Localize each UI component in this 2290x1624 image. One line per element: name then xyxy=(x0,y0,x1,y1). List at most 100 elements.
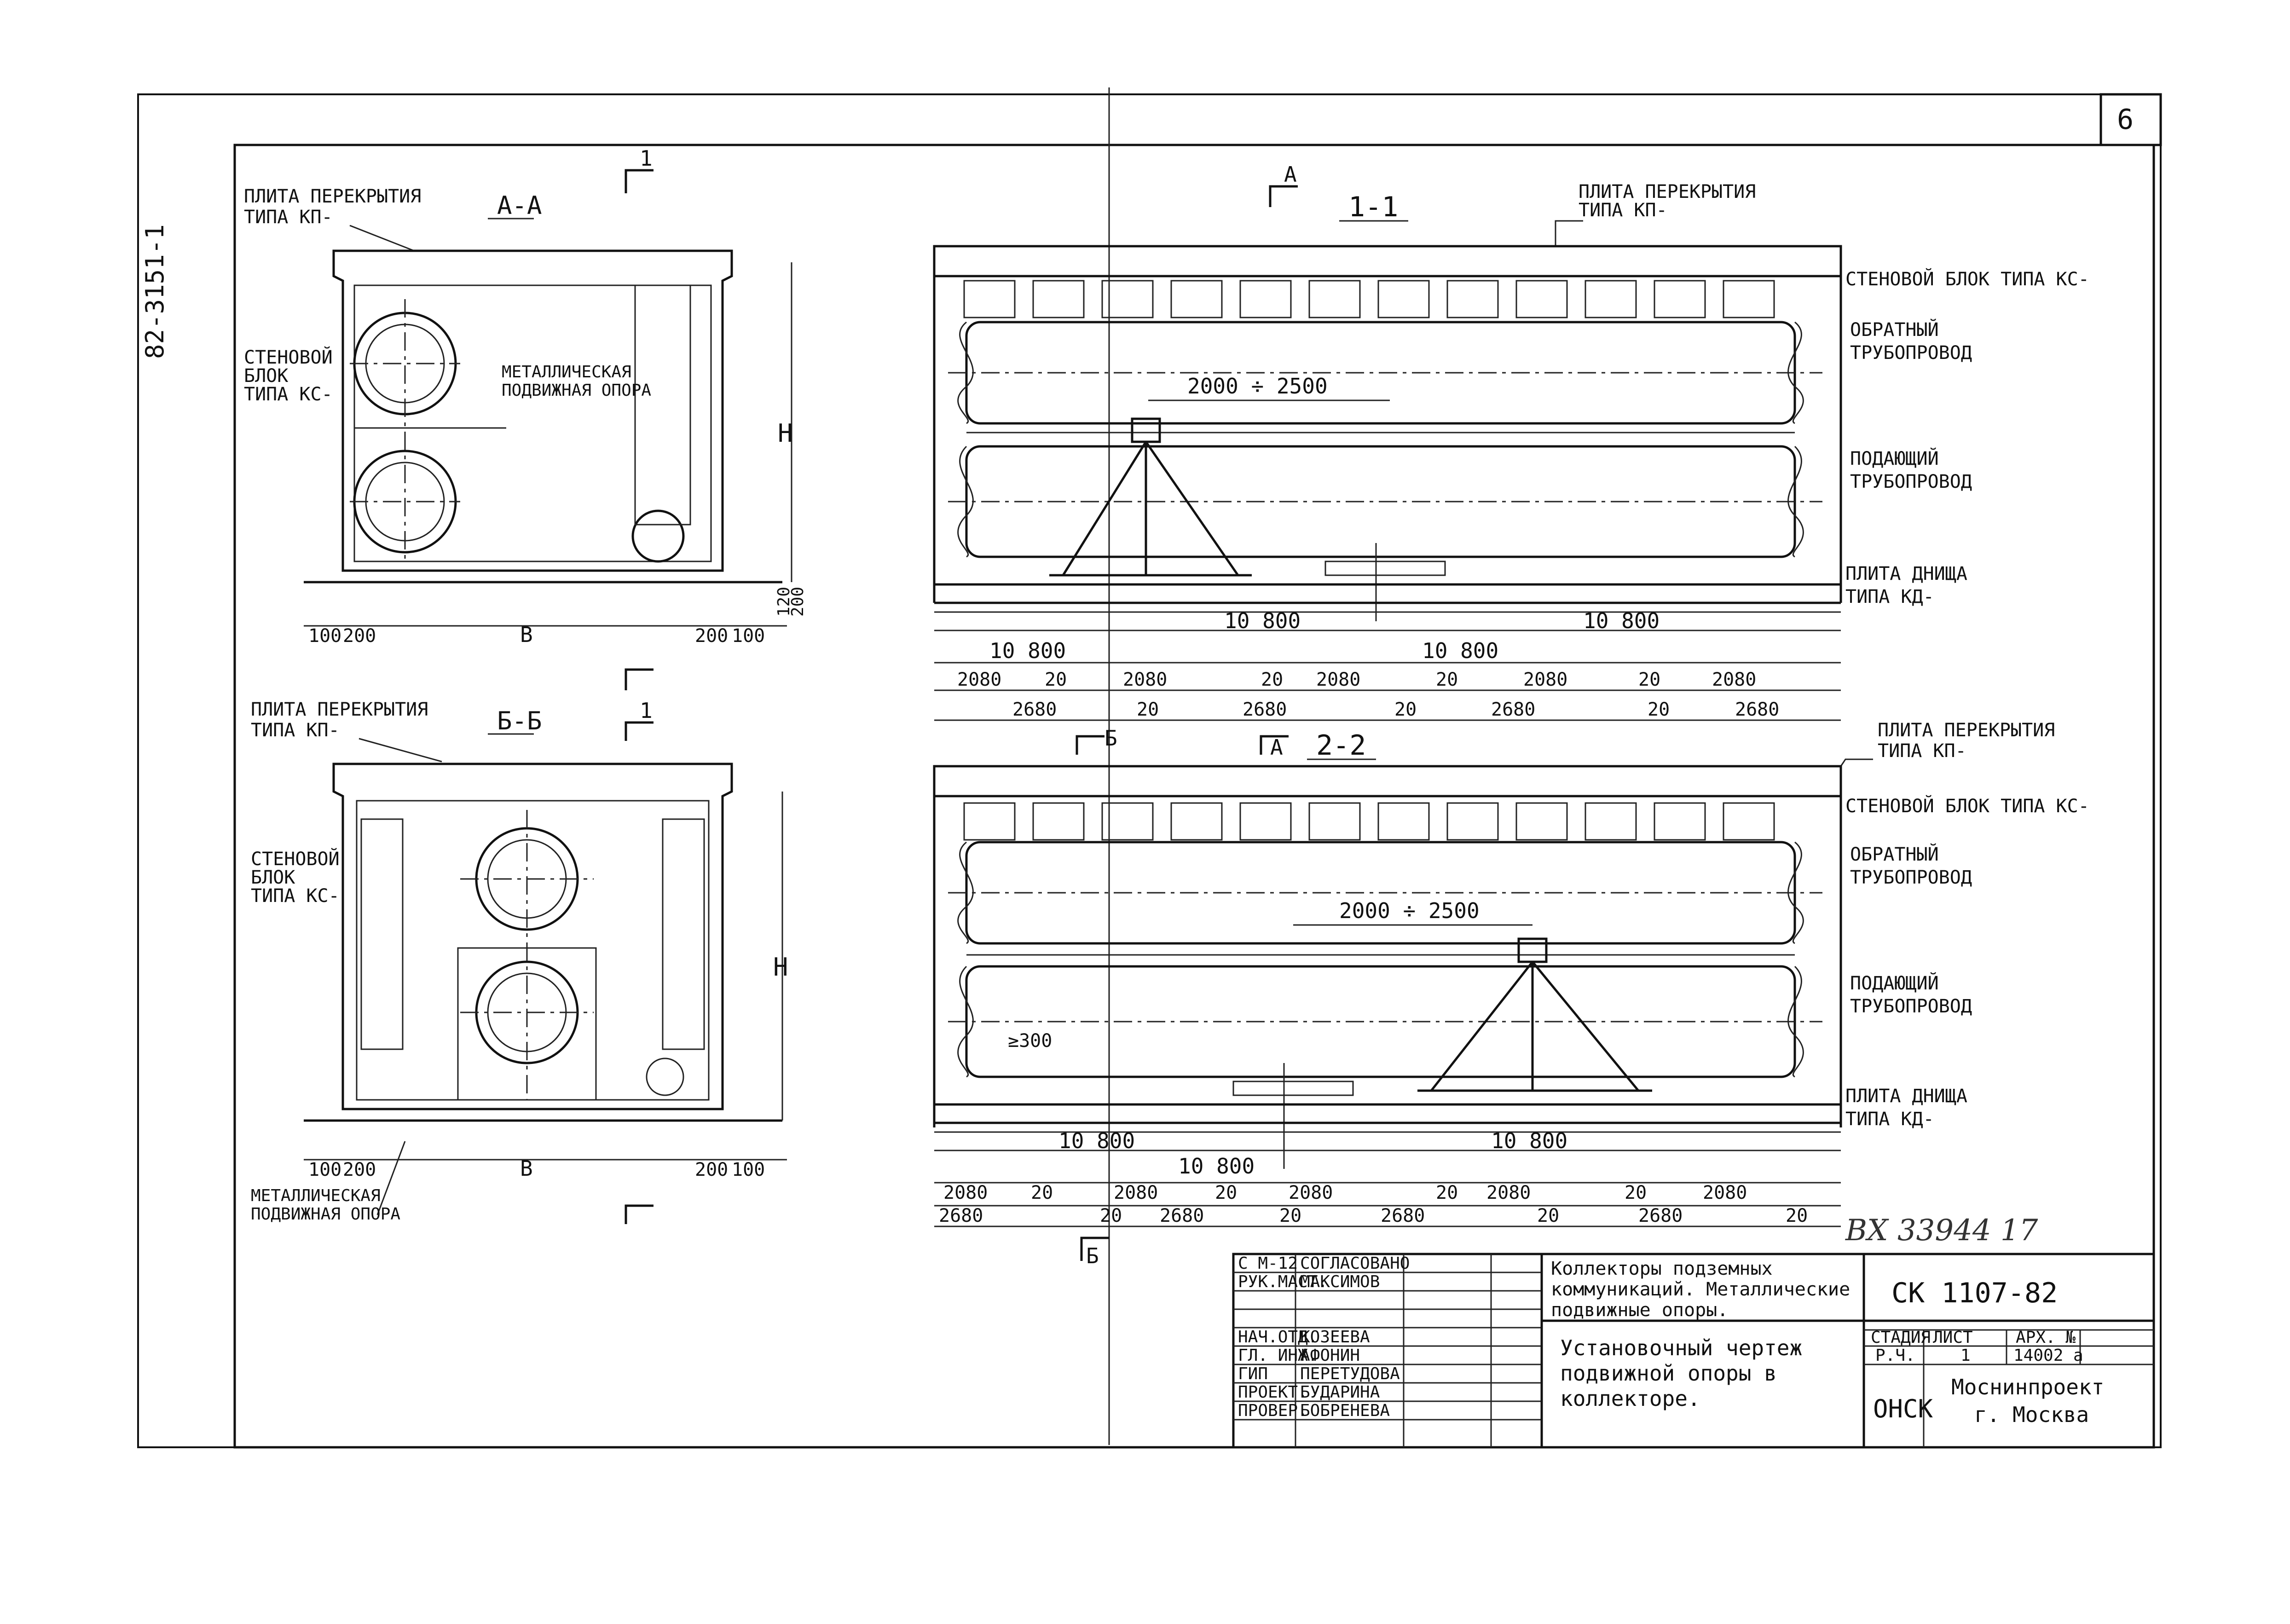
section-11-cut-mark: А xyxy=(1284,162,1297,187)
section-22-cut-mark-b: Б xyxy=(1105,726,1117,751)
view-bb-cut-mark: 1 xyxy=(640,698,653,723)
section-22-slab-label-1: ПЛИТА ПЕРЕКРЫТИЯ xyxy=(1878,720,2055,741)
tb-role-3: ГЛ. ИНЖ. xyxy=(1238,1346,1318,1365)
section-22-title: 2-2 xyxy=(1316,729,1366,762)
view-aa-wall-label-1: СТЕНОВОЙ xyxy=(244,346,333,368)
tb-project-title-3: подвижные опоры. xyxy=(1551,1300,1728,1321)
section-22-dim-r4-5: 2680 xyxy=(1381,1205,1425,1226)
view-aa-title: А-А xyxy=(497,191,542,220)
view-bb-support-label-2: ПОДВИЖНАЯ ОПОРА xyxy=(251,1205,400,1224)
section-22-dim-r4-4: 20 xyxy=(1279,1205,1301,1226)
section-22-wall-label: СТЕНОВОЙ БЛОК ТИПА КС- xyxy=(1845,795,2089,817)
view-aa-dim-side-1: 120 xyxy=(775,587,793,617)
tb-drawing-title-2: подвижной опоры в xyxy=(1560,1361,1777,1386)
section-11-dim-r3-9: 2080 xyxy=(1712,669,1756,690)
tb-drawing-title-1: Установочный чертеж xyxy=(1560,1335,1802,1360)
view-aa-slab-label-2: ТИПА КП- xyxy=(244,207,333,228)
view-aa-dim-width: B xyxy=(520,622,533,647)
view-bb-wall-label-2: БЛОК xyxy=(251,867,295,888)
tb-role-5: ПРОЕКТ. xyxy=(1238,1383,1308,1402)
tb-archive-header: АРХ. № xyxy=(2016,1328,2076,1347)
tb-name-5: БУДАРИНА xyxy=(1300,1383,1380,1402)
section-11-title: 1-1 xyxy=(1348,191,1398,223)
section-11-dim-r1-1: 10 800 xyxy=(1224,608,1301,633)
section-11-bottom-label-2: ТИПА КД- xyxy=(1845,586,1934,607)
view-aa-cut-mark: 1 xyxy=(640,146,653,171)
section-11-supply-label-2: ТРУБОПРОВОД xyxy=(1850,471,1972,492)
section-22-dim-r3-9: 2080 xyxy=(1703,1182,1747,1203)
view-bb-support-label-1: МЕТАЛЛИЧЕСКАЯ xyxy=(251,1186,381,1205)
section-22-dim-r1-3: 10 800 xyxy=(1491,1128,1567,1153)
section-22-cut-mark-a: А xyxy=(1270,735,1283,760)
tb-name-0: СОГЛАСОВАНО xyxy=(1300,1254,1410,1273)
section-22-dim-r1-2: 10 800 xyxy=(1178,1154,1255,1179)
section-11-dim-r4-7: 2680 xyxy=(1735,699,1779,720)
section-22-dim-r3-8: 20 xyxy=(1625,1182,1647,1203)
view-bb-slab-label-1: ПЛИТА ПЕРЕКРЫТИЯ xyxy=(251,699,428,720)
view-bb-title: Б-Б xyxy=(497,706,542,735)
tb-stage-value: Р.Ч. xyxy=(1875,1346,1915,1365)
section-11-dim-r1-2: 10 800 xyxy=(1583,608,1660,633)
section-11-dim-r3-2: 20 xyxy=(1045,669,1067,690)
view-aa-dim-small-1: 100 xyxy=(308,625,341,647)
tb-sheet-header: ЛИСТ xyxy=(1933,1328,1973,1347)
tb-drawing-title-3: коллекторе. xyxy=(1560,1386,1700,1411)
view-bb-dim-small-2: 200 xyxy=(343,1159,376,1180)
section-22: Б А 2-2 ПЛИТА ПЕРЕКРЫТИЯ ТИПА КП- xyxy=(933,720,2089,1268)
tb-name-4: ПЕРЕТУДОВА xyxy=(1300,1364,1400,1383)
tb-code: СК 1107-82 xyxy=(1891,1277,2058,1309)
section-22-dim-r1-1: 10 800 xyxy=(1058,1128,1135,1153)
view-aa-dim-small-4: 100 xyxy=(732,625,765,647)
section-22-dim-r4-2: 20 xyxy=(1100,1205,1122,1226)
tb-project-title-2: коммуникаций. Металлические xyxy=(1551,1279,1850,1300)
section-11-slab-label-2: ТИПА КП- xyxy=(1579,200,1667,221)
view-bb-dim-small-1: 100 xyxy=(308,1159,341,1180)
view-aa-dim-side-2: 200 xyxy=(788,587,807,617)
view-aa-wall-label-3: ТИПА КС- xyxy=(244,384,333,405)
side-code: 82-3151-1 xyxy=(140,224,169,359)
tb-role-4: ГИП xyxy=(1238,1364,1268,1383)
view-bb-wall-label-3: ТИПА КС- xyxy=(251,885,340,907)
section-22-dim-r4-8: 20 xyxy=(1786,1205,1808,1226)
section-11-support xyxy=(1049,417,1446,621)
section-22-dim-r3-5: 2080 xyxy=(1289,1182,1333,1203)
section-22-support xyxy=(1232,937,1652,1169)
view-aa-slab-label-1: ПЛИТА ПЕРЕКРЫТИЯ xyxy=(244,186,421,207)
section-11-dim-r3-8: 20 xyxy=(1638,669,1660,690)
tb-role-1: РУК.МАСТ. xyxy=(1238,1272,1328,1291)
section-22-return-label-1: ОБРАТНЫЙ xyxy=(1850,843,1939,865)
section-11-slab-label-1: ПЛИТА ПЕРЕКРЫТИЯ xyxy=(1579,181,1756,202)
tb-role-0: С М-12 xyxy=(1238,1254,1298,1273)
tb-org-short: ОНСК xyxy=(1873,1394,1933,1423)
section-22-dim-r3-1: 2080 xyxy=(943,1182,988,1203)
tb-name-2: КОЗЕЕВА xyxy=(1300,1328,1370,1347)
section-11-dim-r4-5: 2680 xyxy=(1491,699,1535,720)
section-22-dim-r3-4: 20 xyxy=(1215,1182,1237,1203)
section-11-supply-label-1: ПОДАЮЩИЙ xyxy=(1850,447,1939,469)
section-22-dim-r3-6: 20 xyxy=(1436,1182,1458,1203)
inventory-note: ВХ 33944 17 xyxy=(1845,1214,2038,1248)
section-22-wall-blocks xyxy=(963,802,1775,841)
section-22-bottom-cut-mark: Б xyxy=(1086,1243,1099,1268)
section-22-bottom-label-1: ПЛИТА ДНИЩА xyxy=(1845,1086,1967,1107)
section-11-dim-r3-4: 20 xyxy=(1261,669,1283,690)
section-11-dim-r3-1: 2080 xyxy=(957,669,1001,690)
view-aa-support-label-1: МЕТАЛЛИЧЕСКАЯ xyxy=(502,363,631,381)
section-22-bottom-label-2: ТИПА КД- xyxy=(1845,1109,1934,1130)
section-11-dim-r4-3: 2680 xyxy=(1243,699,1287,720)
section-22-return-label-2: ТРУБОПРОВОД xyxy=(1850,867,1972,888)
section-11: А 1-1 ПЛИТА ПЕРЕКРЫТИЯ ТИПА КП- xyxy=(933,162,2089,721)
view-aa-support-label-2: ПОДВИЖНАЯ ОПОРА xyxy=(502,381,651,400)
section-11-dim-r3-3: 2080 xyxy=(1123,669,1167,690)
tb-role-6: ПРОВЕР. xyxy=(1238,1401,1308,1420)
view-bb-wall-label-1: СТЕНОВОЙ xyxy=(251,848,340,870)
sheet-number: 6 xyxy=(2117,104,2134,136)
view-bb-dim-small-4: 100 xyxy=(732,1159,765,1180)
section-11-dim-r2-1: 10 800 xyxy=(989,638,1066,663)
view-bb-slab-label-2: ТИПА КП- xyxy=(251,720,340,741)
section-22-supply-label-2: ТРУБОПРОВОД xyxy=(1850,996,1972,1017)
section-11-dim-r2-2: 10 800 xyxy=(1422,638,1498,663)
view-aa-wall-label-2: БЛОК xyxy=(244,365,288,387)
section-11-wall-label: СТЕНОВОЙ БЛОК ТИПА КС- xyxy=(1845,268,2089,290)
